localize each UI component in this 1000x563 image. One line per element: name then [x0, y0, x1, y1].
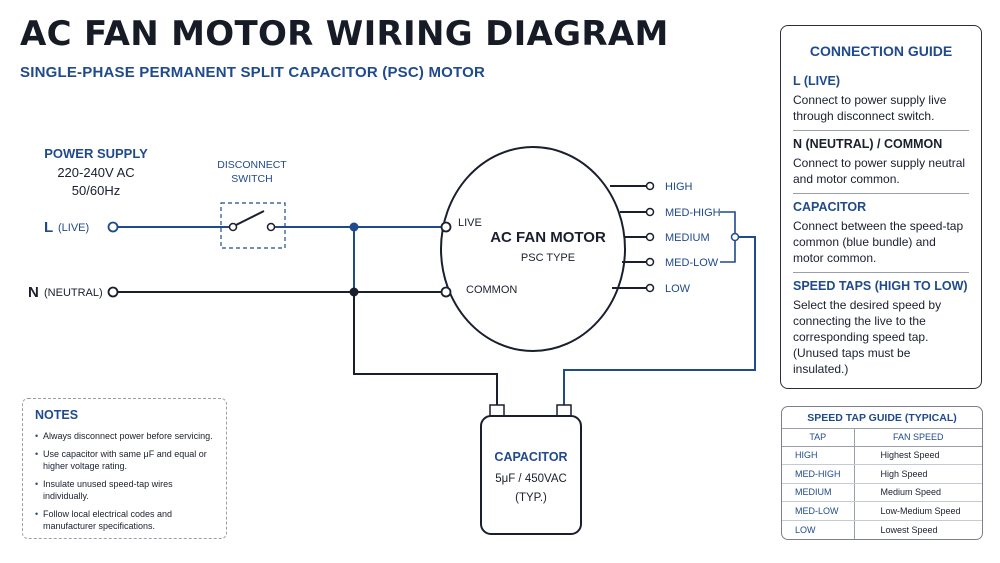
neutral-word: (NEUTRAL): [44, 287, 103, 299]
notes-list: Always disconnect power before servicing…: [35, 430, 214, 533]
capacitor-right-wire: [563, 236, 756, 405]
tap-label-med-high: MED-HIGH: [665, 207, 721, 219]
tap-terminal-med-low: [645, 257, 655, 267]
live-supply-terminal: [107, 221, 119, 233]
guide-section-capacitor: CAPACITOR Connect between the speed-tap …: [793, 194, 969, 273]
note-item: Follow local electrical codes and manufa…: [35, 508, 214, 533]
tap-terminal-med-high: [645, 207, 655, 217]
motor-body: [440, 146, 626, 352]
speed-cell: Medium Speed: [854, 483, 982, 502]
note-item: Use capacitor with same μF and equal or …: [35, 448, 214, 473]
page-subtitle: SINGLE-PHASE PERMANENT SPLIT CAPACITOR (…: [20, 64, 486, 81]
speed-tap-guide-panel: SPEED TAP GUIDE (TYPICAL) TAP FAN SPEED …: [781, 406, 983, 540]
neutral-supply-terminal: [107, 286, 119, 298]
switch-enclosure: [220, 202, 286, 249]
junction-live: [349, 222, 359, 232]
guide-text: Connect between the speed-tap common (bl…: [793, 219, 964, 265]
tap-cell: MED-HIGH: [782, 464, 855, 484]
speed-taps: HIGH MED-HIGH MEDIUM MED-LOW LOW: [610, 181, 721, 295]
guide-text: Connect to power supply neutral and moto…: [793, 156, 966, 186]
junction-neutral: [349, 287, 359, 297]
motor-common-terminal: [440, 286, 452, 298]
guide-text: Select the desired speed by connecting t…: [793, 298, 942, 376]
tap-label-med-low: MED-LOW: [665, 257, 719, 269]
guide-section-live: L (LIVE) Connect to power supply live th…: [793, 68, 969, 131]
switch-contact-right: [266, 222, 276, 232]
tap-cell: LOW: [782, 520, 855, 539]
speed-cell: Lowest Speed: [880, 524, 938, 535]
tap-cell: HIGH: [782, 446, 855, 465]
bundle-terminal: [730, 232, 740, 242]
guide-section-neutral: N (NEUTRAL) / COMMON Connect to power su…: [793, 131, 969, 194]
switch-contact-left: [228, 222, 238, 232]
capacitor-typ: (TYP.): [515, 492, 547, 504]
connection-guide-title: CONNECTION GUIDE: [809, 43, 953, 59]
tap-label-low: LOW: [665, 283, 691, 295]
live-letter: L: [44, 219, 53, 236]
guide-heading: N (NEUTRAL) / COMMON: [793, 137, 943, 151]
tap-terminal-medium: [645, 232, 655, 242]
speed-cell: Low-Medium Speed: [854, 501, 982, 521]
column-header-fan-speed: FAN SPEED: [854, 429, 982, 447]
notes-panel: NOTES Always disconnect power before ser…: [22, 398, 227, 539]
column-header-tap: TAP: [782, 429, 855, 447]
switch-blade: [235, 210, 265, 226]
tap-cell: MEDIUM: [782, 483, 855, 502]
guide-text: Connect to power supply live through dis…: [793, 93, 947, 123]
table-row: LOW Lowest Speed: [782, 520, 982, 539]
table-row: MEDIUM Medium Speed: [782, 483, 982, 502]
note-item: Always disconnect power before servicing…: [35, 430, 214, 443]
table-row: MED-LOW Low-Medium Speed: [782, 501, 982, 521]
table-row: MED-HIGH High Speed: [782, 464, 982, 484]
live-word: (LIVE): [58, 222, 89, 234]
motor-live-label: LIVE: [458, 217, 482, 229]
capacitor-rating: 5μF / 450VAC: [495, 473, 567, 485]
speed-cell: High Speed: [854, 464, 982, 484]
tap-label-high: HIGH: [665, 181, 693, 193]
page-title: AC FAN MOTOR WIRING DIAGRAM: [20, 14, 669, 54]
guide-heading: L (LIVE): [793, 74, 840, 88]
switch-label-line2: SWITCH: [231, 173, 272, 185]
capacitor-body: [480, 415, 582, 535]
tap-cell: MED-LOW: [782, 501, 855, 521]
power-supply-heading: POWER SUPPLY: [44, 146, 148, 161]
table-header-row: TAP FAN SPEED: [782, 429, 982, 447]
power-supply-voltage: 220-240V AC: [57, 165, 134, 180]
neutral-letter: N: [28, 284, 39, 301]
motor-name: AC FAN MOTOR: [490, 229, 606, 246]
speed-cell: Highest Speed: [854, 446, 982, 465]
motor-common-label: COMMON: [466, 284, 517, 296]
capacitor-label: CAPACITOR: [494, 450, 567, 464]
motor-live-terminal: [440, 221, 452, 233]
notes-title: NOTES: [35, 408, 79, 422]
guide-heading: CAPACITOR: [793, 200, 867, 214]
connection-guide-panel: CONNECTION GUIDE L (LIVE) Connect to pow…: [780, 25, 982, 389]
guide-heading: SPEED TAPS (HIGH TO LOW): [793, 279, 968, 293]
table-row: HIGH Highest Speed: [782, 446, 982, 465]
motor-type: PSC TYPE: [521, 252, 575, 264]
note-item: Insulate unused speed-tap wires individu…: [35, 478, 214, 503]
tap-label-medium: MEDIUM: [665, 232, 710, 244]
guide-section-speed-taps: SPEED TAPS (HIGH TO LOW) Select the desi…: [793, 273, 969, 383]
speed-tap-guide-title: SPEED TAP GUIDE (TYPICAL): [782, 407, 982, 429]
speed-tap-table: TAP FAN SPEED HIGH Highest Speed MED-HIG…: [782, 429, 982, 539]
tap-terminal-high: [645, 181, 655, 191]
capacitor-left-wire: [353, 292, 498, 405]
switch-label-line1: DISCONNECT: [217, 159, 287, 171]
power-supply-frequency: 50/60Hz: [72, 183, 120, 198]
tap-terminal-low: [645, 283, 655, 293]
